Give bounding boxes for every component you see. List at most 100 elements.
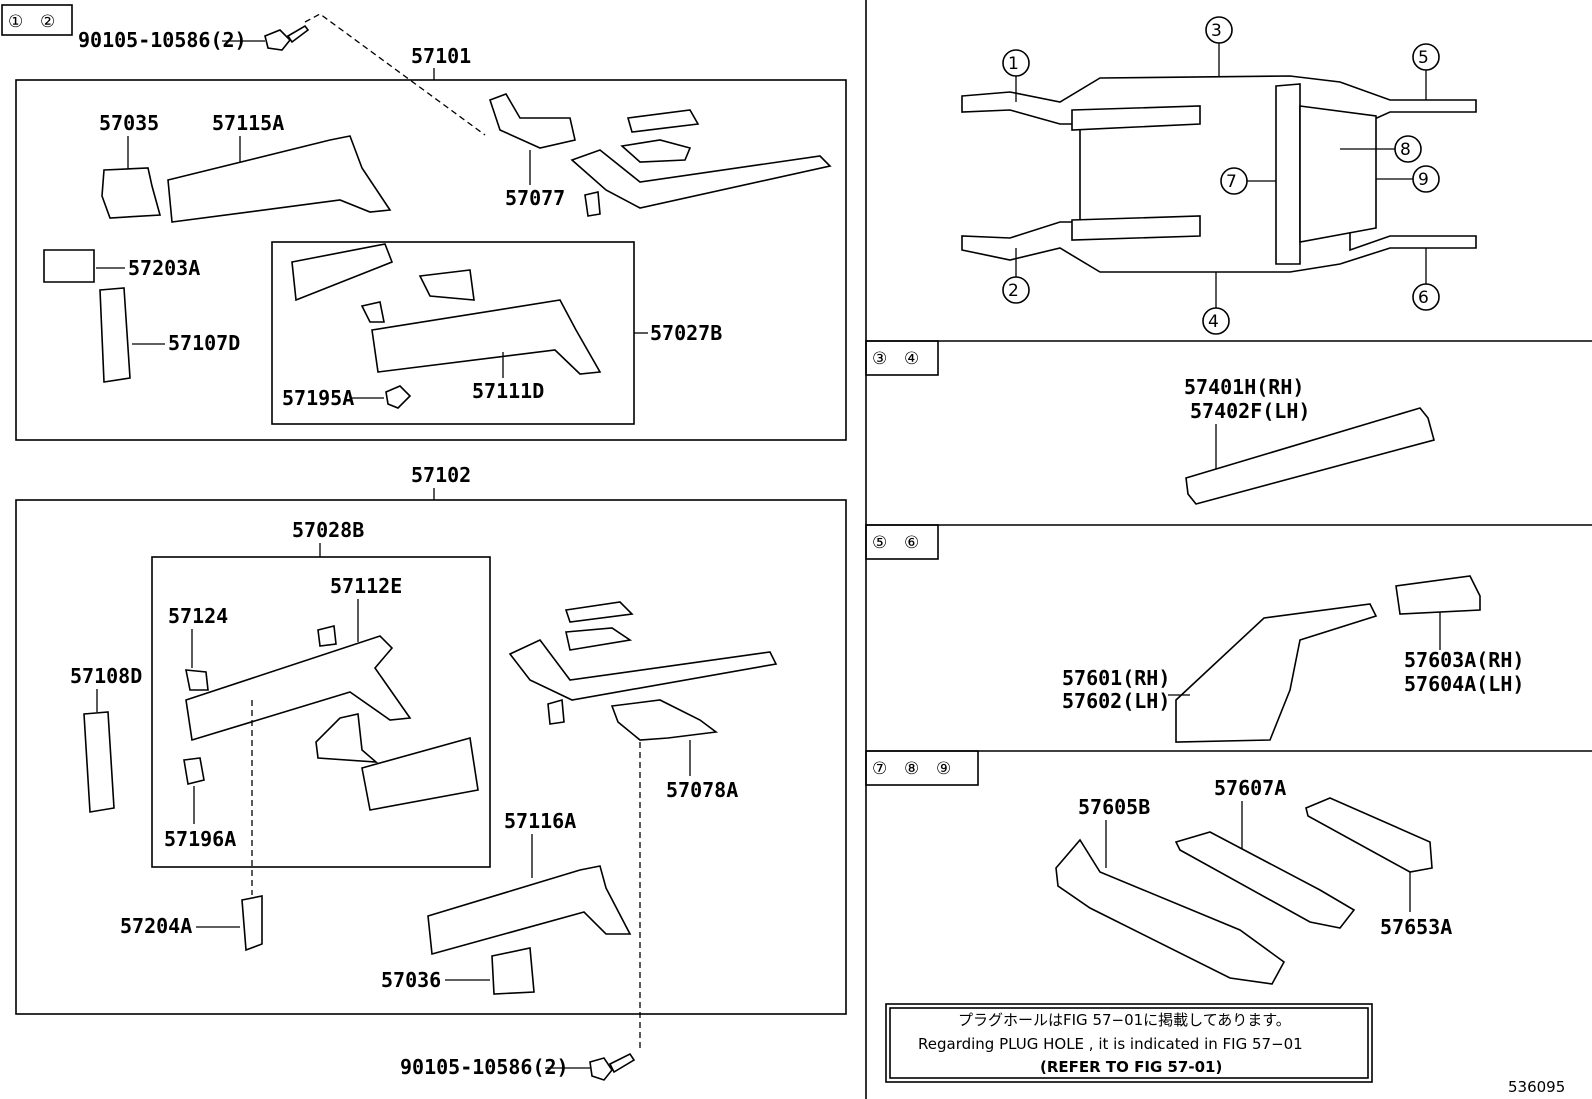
section-marker-1-2: ① ②	[1, 4, 73, 36]
part-57035: 57035	[99, 111, 159, 135]
part-57653A-shape	[1305, 797, 1433, 873]
part-57195A: 57195A	[282, 386, 354, 410]
part-57203A-shape	[43, 249, 95, 283]
part-57204A: 57204A	[120, 914, 192, 938]
subgroup-57028B-box	[151, 556, 491, 868]
part-57111D-shape	[371, 299, 602, 375]
part-57028B-panel	[361, 736, 479, 811]
group-lower-box	[15, 499, 847, 1015]
panel-34-marker-box	[865, 340, 939, 376]
part-57196A: 57196A	[164, 827, 236, 851]
part-57027B: 57027B	[650, 321, 722, 345]
group-upper-label: 57101	[411, 44, 471, 68]
part-upper-bracket-a	[626, 109, 700, 133]
subgroup-57028B-label: 57028B	[292, 518, 364, 542]
part-57203A: 57203A	[128, 256, 200, 280]
part-57112E-shape	[185, 635, 412, 742]
part-57027B-small	[360, 301, 385, 323]
note-refer: (REFER TO FIG 57-01)	[1040, 1058, 1222, 1076]
part-lower-bracket-b	[565, 627, 633, 651]
part-57401H-shape	[1185, 407, 1435, 505]
part-57195A-shape	[385, 385, 412, 409]
part-upper-clip	[584, 191, 601, 217]
group-upper-box	[15, 79, 847, 441]
svg-text:5: 5	[1418, 48, 1429, 68]
part-57116A: 57116A	[504, 809, 576, 833]
part-57603A: 57603A(RH)	[1404, 648, 1524, 672]
part-57107D: 57107D	[168, 331, 240, 355]
part-57116A-shape	[427, 865, 632, 956]
part-57036: 57036	[381, 968, 441, 992]
part-57607A: 57607A	[1214, 776, 1286, 800]
svg-text:9: 9	[1418, 170, 1429, 190]
overview-callout-5: 5	[1412, 43, 1440, 100]
panel-56-marker-box	[865, 524, 939, 560]
part-57196A-shape	[183, 757, 205, 785]
panel-34-marker-3: ③	[872, 349, 887, 369]
overview-callout-1: 1	[1002, 49, 1030, 102]
part-57401H: 57401H(RH)	[1184, 375, 1304, 399]
part-57602: 57602(LH)	[1062, 689, 1170, 713]
part-57402F: 57402F(LH)	[1190, 399, 1310, 423]
overview-callout-4: 4	[1202, 272, 1230, 335]
part-57112E: 57112E	[330, 574, 402, 598]
part-lower-sill	[508, 639, 778, 701]
panel-789-marker-9: ⑨	[936, 759, 951, 779]
part-57036-shape	[491, 947, 535, 995]
overview-callout-9: 9	[1376, 165, 1440, 193]
part-57605B-shape	[1055, 838, 1286, 985]
panel-56-marker-5: ⑤	[872, 533, 887, 553]
plug-hole-note-box	[885, 1003, 1373, 1083]
bolt-bottom-label: 90105-10586(2)	[400, 1055, 569, 1079]
svg-text:3: 3	[1211, 21, 1222, 41]
panel-34-marker-4: ④	[904, 349, 919, 369]
part-57035-shape	[101, 167, 162, 219]
part-57077-shape	[488, 93, 576, 149]
part-57603A-shape	[1395, 575, 1481, 615]
part-57027B-upper-rail	[291, 243, 394, 302]
svg-text:2: 2	[1008, 281, 1019, 301]
bolt-bottom-icon	[589, 1052, 636, 1081]
panel-789-marker-7: ⑦	[872, 759, 887, 779]
overview-callout-2: 2	[1002, 248, 1030, 304]
overview-callout-6: 6	[1412, 248, 1440, 311]
part-57124: 57124	[168, 604, 228, 628]
part-57077: 57077	[505, 186, 565, 210]
svg-text:8: 8	[1400, 140, 1411, 160]
part-57607A-shape	[1174, 831, 1356, 929]
bolt-top-icon	[264, 24, 310, 51]
part-upper-bracket-b	[620, 139, 692, 163]
figure-number: 536095	[1508, 1078, 1565, 1096]
part-57111D: 57111D	[472, 379, 544, 403]
svg-text:1: 1	[1008, 54, 1019, 74]
part-lower-bracket-a	[564, 601, 634, 623]
part-57115A: 57115A	[212, 111, 284, 135]
part-57115A-shape	[167, 135, 392, 223]
part-57124-shape	[185, 669, 209, 691]
part-57601: 57601(RH)	[1062, 666, 1170, 690]
note-english: Regarding PLUG HOLE , it is indicated in…	[918, 1035, 1303, 1053]
part-57604A: 57604A(LH)	[1404, 672, 1524, 696]
part-57108D-shape	[83, 711, 115, 813]
part-57112E-clip	[317, 625, 337, 647]
part-upper-sill	[570, 149, 832, 209]
overview-callout-7: 7	[1220, 167, 1276, 195]
frame-overview	[961, 75, 1477, 273]
svg-text:4: 4	[1208, 312, 1219, 332]
overview-callout-3: 3	[1205, 16, 1233, 76]
note-japanese: プラグホールはFIG 57−01に掲載してあります。	[958, 1011, 1291, 1029]
marker-2: ②	[40, 12, 55, 32]
part-57601-shape	[1175, 603, 1378, 743]
part-57028B-bracket	[315, 713, 379, 763]
part-57027B-bracket	[418, 269, 475, 301]
panel-789-marker-box	[865, 750, 979, 786]
svg-text:6: 6	[1418, 288, 1429, 308]
part-lower-clip	[547, 698, 565, 725]
part-57078A: 57078A	[666, 778, 738, 802]
overview-callout-8: 8	[1340, 135, 1422, 163]
part-57204A-shape	[241, 895, 263, 952]
bolt-top-label: 90105-10586(2)	[78, 28, 247, 52]
part-57653A: 57653A	[1380, 915, 1452, 939]
panel-789-marker-8: ⑧	[904, 759, 919, 779]
